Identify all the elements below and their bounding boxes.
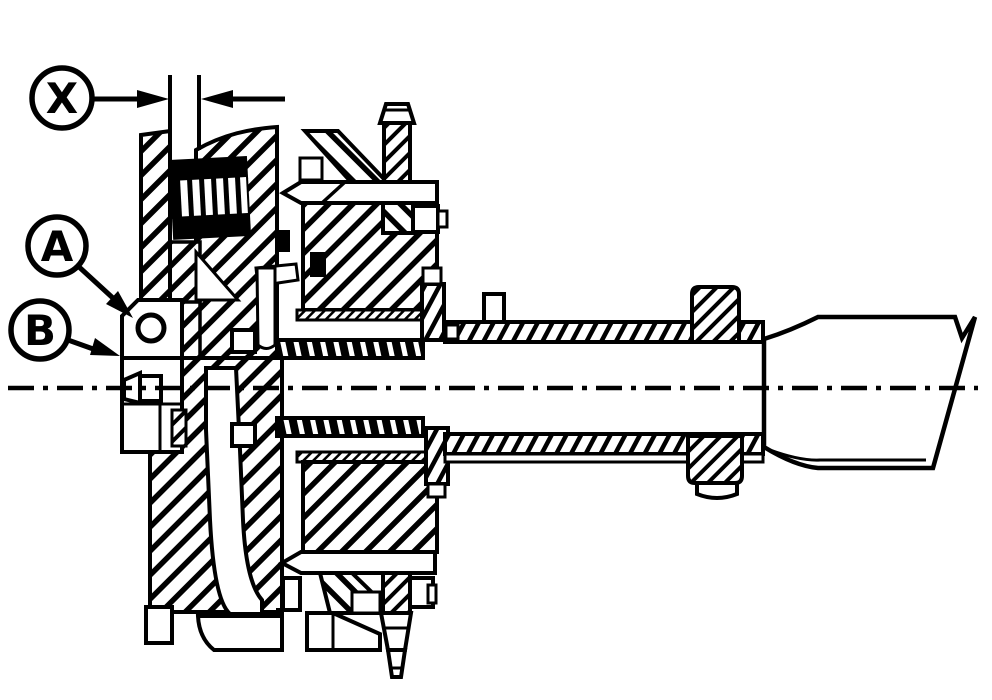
output-housing [761,314,978,471]
callout-a-arrowhead-icon [106,291,133,318]
spline-band-top [275,338,425,360]
callout-a: A [25,214,133,318]
bottom-stud-shank [381,571,412,615]
callout-b-circle [8,298,72,362]
arrowhead-right-icon [137,90,169,108]
callout-b: B [8,298,120,362]
hub-bottom-bracket [195,608,284,652]
bottom-nut-left [281,576,302,612]
bearing-block-bottom [301,460,439,554]
bottom-bracket [305,611,382,652]
callout-a-hole [135,312,167,344]
callout-x-label: X [46,74,78,123]
top-stud-shank [382,121,412,184]
callout-b-leader [67,337,97,353]
callout-a-leader [76,264,116,301]
spline-band-bottom [275,416,425,438]
shaft-tube [443,285,765,500]
callout-a-label: A [41,222,74,271]
lever-bar [279,180,439,205]
dimension-x: X [29,65,285,302]
callout-a-circle [25,214,89,278]
lever-bar-bottom [277,550,437,575]
housing-outline [761,314,978,471]
tube-lug-top [690,285,741,344]
bearing-assembly-top [230,102,449,360]
arrowhead-left-icon [201,90,233,108]
flange-foot [144,605,174,645]
tube-fitting [482,292,506,324]
thread-strip-top [295,308,442,322]
callout-b-label: B [24,306,56,355]
hub-channel [204,366,264,616]
housing-inner-line [769,448,926,462]
tube-lug-bottom [686,434,744,485]
top-nut [411,204,440,234]
callout-b-arrowhead-icon [90,338,120,356]
callout-x-circle [29,65,95,131]
top-stud-head [377,102,417,125]
coil-spring [169,155,252,240]
bearing-assembly-bottom [230,416,450,679]
bottom-stud-tip [378,611,414,652]
